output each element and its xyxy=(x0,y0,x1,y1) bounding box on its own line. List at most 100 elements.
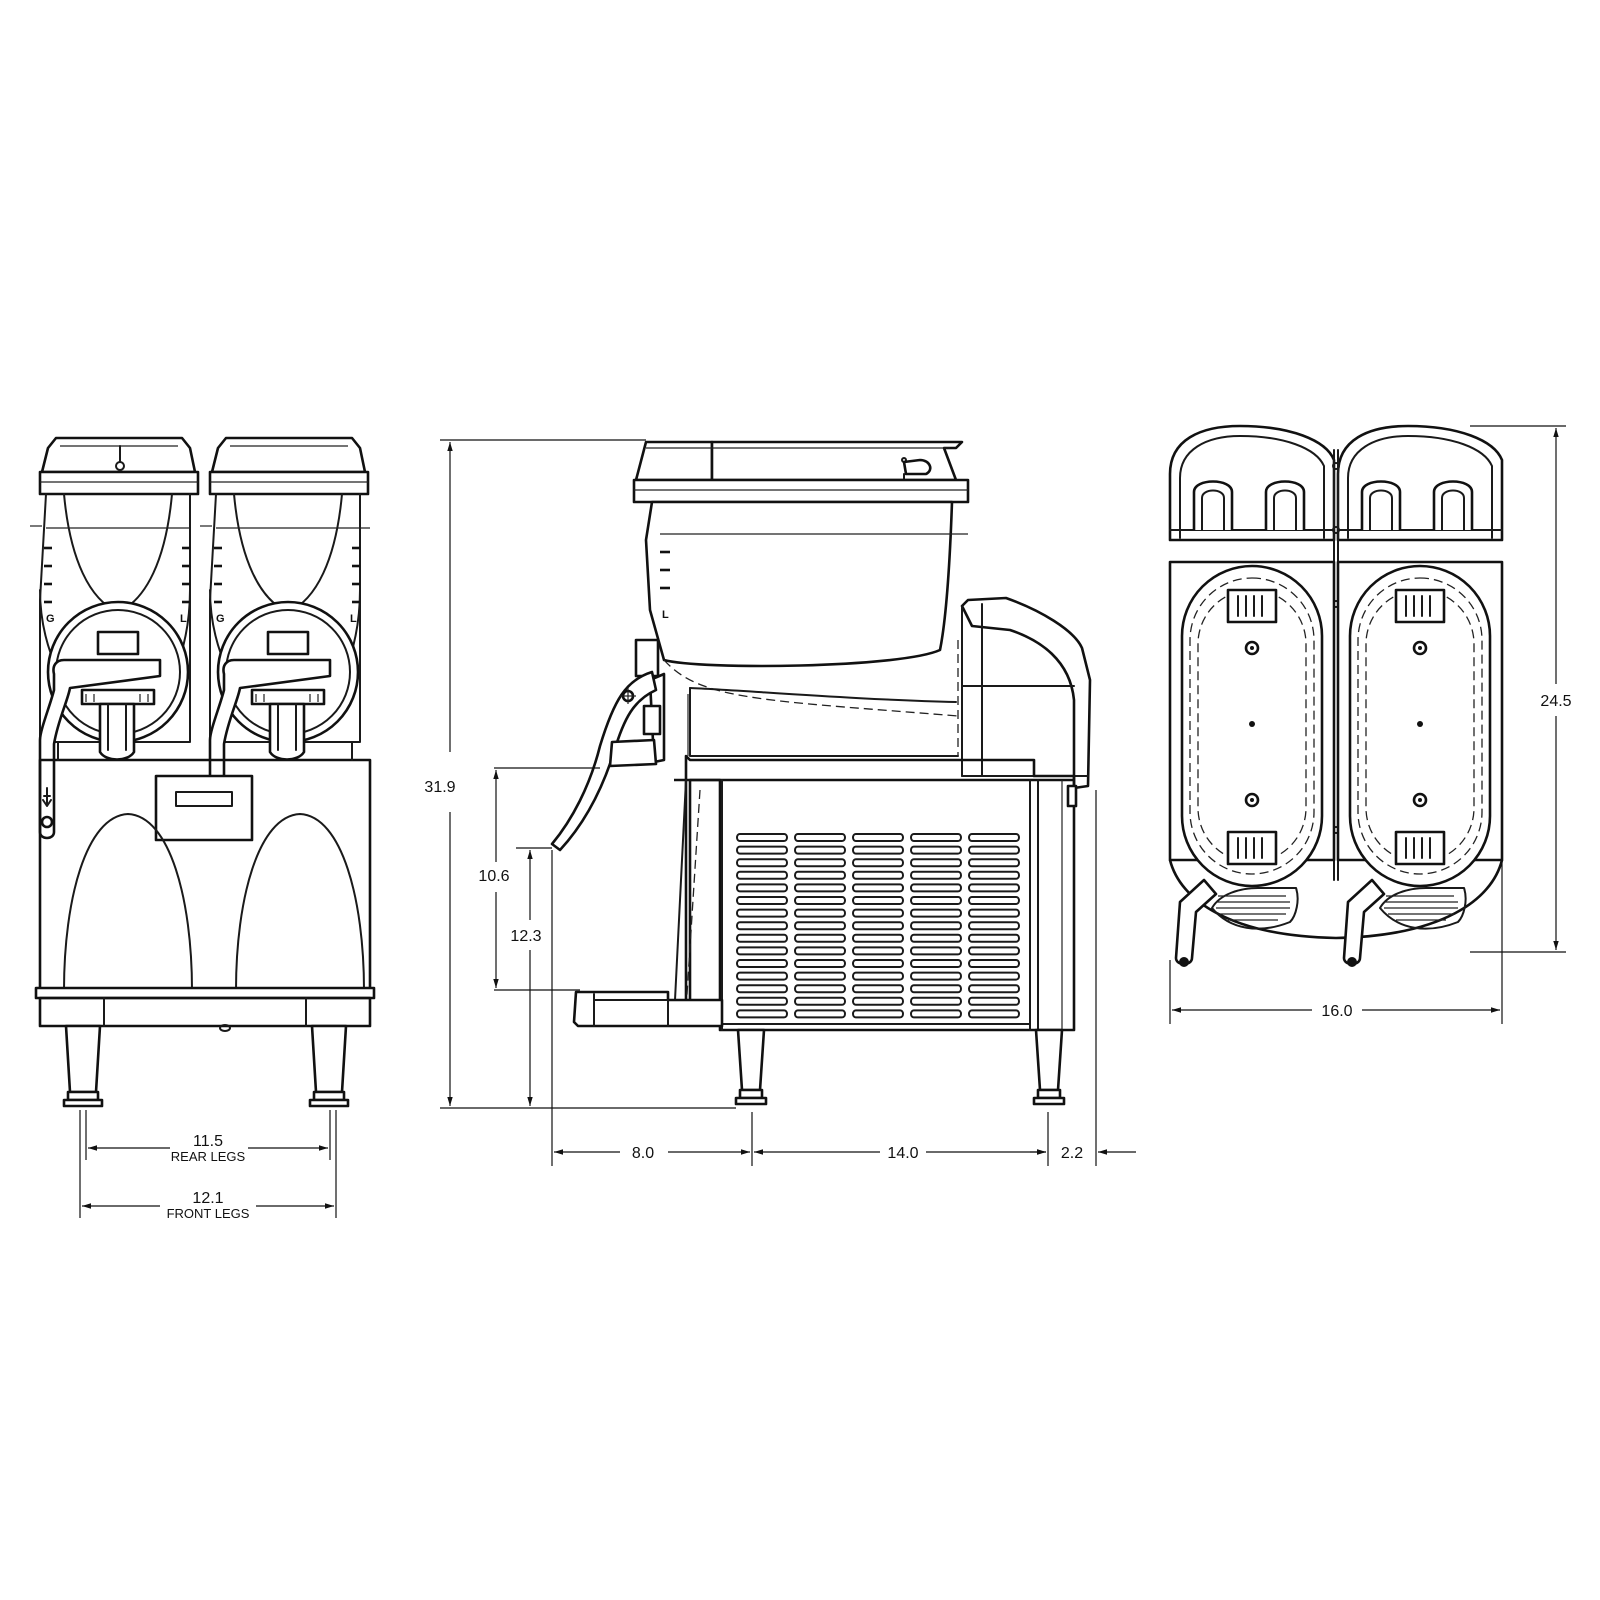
vent-slot xyxy=(910,971,962,981)
vent-slot xyxy=(736,908,788,918)
vent-slot xyxy=(736,933,788,943)
front-base-cabinet xyxy=(34,741,376,1032)
side-hopper-bowl: L xyxy=(632,478,970,757)
vent-slot xyxy=(794,921,846,931)
rear-overhang-dimension: 2.2 xyxy=(1061,1145,1083,1162)
vent-slot xyxy=(910,883,962,893)
vent-slot xyxy=(736,870,788,880)
vent-slot xyxy=(968,870,1020,880)
vent-slot xyxy=(852,883,904,893)
lever-to-front-leg-dimension: 8.0 xyxy=(632,1145,654,1162)
vent-slot xyxy=(852,858,904,868)
vent-slot xyxy=(910,984,962,994)
vent-slot xyxy=(910,959,962,968)
vent-slot xyxy=(968,996,1020,1006)
vent-slot xyxy=(968,896,1020,905)
vent-slot xyxy=(794,984,846,994)
side-dispense-handle xyxy=(550,638,666,852)
spout-height-dimension: 12.3 xyxy=(510,928,541,945)
vent-slot xyxy=(794,896,846,905)
top-view: 24.5 16.0 xyxy=(1168,424,1572,1024)
top-lid-handles xyxy=(1192,480,1474,531)
vent-slot xyxy=(852,971,904,981)
vent-slot xyxy=(736,833,788,842)
vent-slot xyxy=(852,1009,904,1019)
rear-legs-dimension-value: 11.5 xyxy=(193,1133,223,1150)
vent-slot xyxy=(968,845,1020,855)
side-view: L xyxy=(424,439,1136,1166)
vent-slot xyxy=(852,833,904,842)
rear-legs-dimension-label: REAR LEGS xyxy=(171,1149,246,1164)
overall-height-dimension: 31.9 xyxy=(424,779,455,796)
scale-mark-g: G xyxy=(46,613,55,625)
top-dimensions: 24.5 16.0 xyxy=(1169,425,1572,1024)
front-dispense-valve-right xyxy=(250,688,326,761)
vent-slot xyxy=(852,896,904,905)
vent-slot xyxy=(736,921,788,931)
vent-slot xyxy=(852,984,904,994)
vent-slot xyxy=(968,1009,1020,1019)
vent-slot xyxy=(794,933,846,943)
drip-tray-height-dimension: 10.6 xyxy=(478,868,509,885)
vent-slot xyxy=(794,845,846,855)
vent-slot xyxy=(794,946,846,956)
vent-slot xyxy=(736,996,788,1006)
depth-dimension: 24.5 xyxy=(1540,693,1571,710)
vent-slot xyxy=(910,933,962,943)
vent-slot xyxy=(968,883,1020,893)
vent-slot xyxy=(794,1009,846,1019)
width-dimension: 16.0 xyxy=(1321,1003,1352,1020)
vent-slot xyxy=(736,984,788,994)
vent-slot xyxy=(794,833,846,842)
scale-mark-g: G xyxy=(216,613,225,625)
side-vent-louvers xyxy=(736,833,1020,1019)
vent-slot xyxy=(794,858,846,868)
vent-slot xyxy=(968,858,1020,868)
vent-slot xyxy=(910,845,962,855)
front-hopper-lid-left xyxy=(38,436,200,496)
vent-slot xyxy=(852,946,904,956)
vent-slot xyxy=(794,971,846,981)
vent-slot xyxy=(852,996,904,1006)
vent-slot xyxy=(736,971,788,981)
vent-slot xyxy=(794,996,846,1006)
vent-slot xyxy=(852,845,904,855)
front-dimensions: 11.5 REAR LEGS 12.1 FRONT LEGS xyxy=(79,1110,337,1221)
vent-slot xyxy=(968,984,1020,994)
vent-slot xyxy=(736,883,788,893)
vent-slot xyxy=(852,959,904,968)
vent-slot xyxy=(736,946,788,956)
side-hopper-lid xyxy=(634,440,964,482)
vent-slot xyxy=(968,933,1020,943)
front-legs-dimension-value: 12.1 xyxy=(192,1190,223,1207)
vent-slot xyxy=(852,933,904,943)
vent-slot xyxy=(968,946,1020,956)
vent-slot xyxy=(968,921,1020,931)
vent-slot xyxy=(968,908,1020,918)
scale-mark-l: L xyxy=(662,609,669,621)
vent-slot xyxy=(794,883,846,893)
vent-slot xyxy=(736,858,788,868)
front-hopper-lid-right xyxy=(208,436,370,496)
top-handle-left xyxy=(1174,878,1218,967)
vent-slot xyxy=(852,921,904,931)
front-leg-left xyxy=(62,1024,104,1108)
top-bowl-left xyxy=(1168,560,1336,888)
vent-slot xyxy=(910,870,962,880)
side-leg-rear xyxy=(1032,1028,1066,1106)
side-dimensions: 31.9 10.6 12.3 8.0 14.0 2.2 xyxy=(424,439,1136,1166)
top-handle-right xyxy=(1342,878,1386,967)
side-leg-front xyxy=(734,1028,768,1106)
vent-slot xyxy=(794,908,846,918)
vent-slot xyxy=(736,959,788,968)
vent-slot xyxy=(968,833,1020,842)
side-drip-tray xyxy=(572,990,724,1028)
side-base-cabinet xyxy=(673,754,1078,1032)
front-dispense-valve-left xyxy=(80,688,156,761)
vent-slot xyxy=(968,971,1020,981)
front-level-scale: G L G L xyxy=(44,546,360,625)
vent-slot xyxy=(910,996,962,1006)
top-bowl-right xyxy=(1336,560,1504,888)
vent-slot xyxy=(852,870,904,880)
